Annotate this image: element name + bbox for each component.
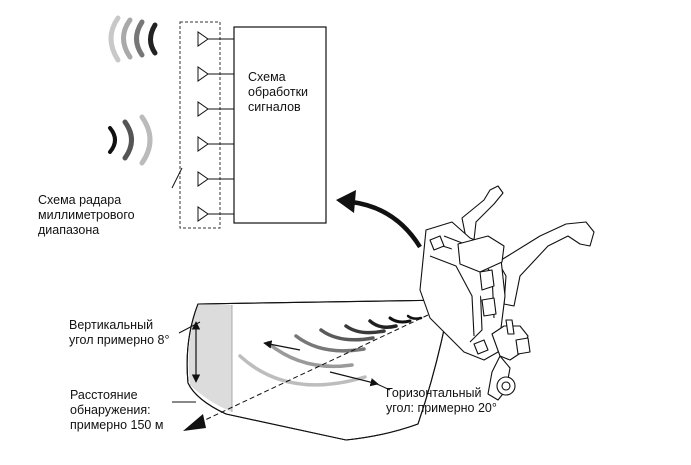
cone-wave-arcs [238, 314, 423, 387]
antenna-icon [197, 206, 234, 222]
radar-label-leader [171, 167, 183, 189]
zoom-arrow [351, 199, 422, 249]
antenna-icon [197, 66, 234, 82]
antenna-icon [197, 101, 234, 117]
horizontal-angle-leader [376, 383, 391, 391]
processing-block [233, 26, 327, 224]
antenna-icon [197, 31, 234, 47]
vertical-angle-label: Вертикальный угол примерно 8° [69, 318, 170, 347]
horizontal-angle-arrow-left [263, 340, 301, 351]
emitted-waves-icon [108, 15, 158, 63]
antenna-icon [197, 136, 234, 152]
distance-arrow-head [183, 414, 206, 431]
processing-block-label: Схема обработки сигналов [248, 70, 309, 114]
received-waves-icon [108, 114, 153, 166]
radar-circuit-box [179, 21, 221, 229]
horizontal-angle-label: Горизонтальный угол: примерно 20° [386, 386, 497, 415]
vertical-angle-leader [178, 321, 201, 334]
antenna-icon [197, 171, 234, 187]
detection-distance-label: Расстояние обнаружения: примерно 150 м [70, 388, 164, 432]
radar-circuit-label: Схема радара миллиметрового диапазона [38, 193, 135, 237]
antenna-array [197, 31, 234, 222]
detection-axis [204, 314, 429, 421]
radar-sensor-assembly [419, 185, 595, 401]
horizontal-angle-arrow-right [329, 371, 379, 387]
zoom-arrow-head [336, 190, 356, 213]
